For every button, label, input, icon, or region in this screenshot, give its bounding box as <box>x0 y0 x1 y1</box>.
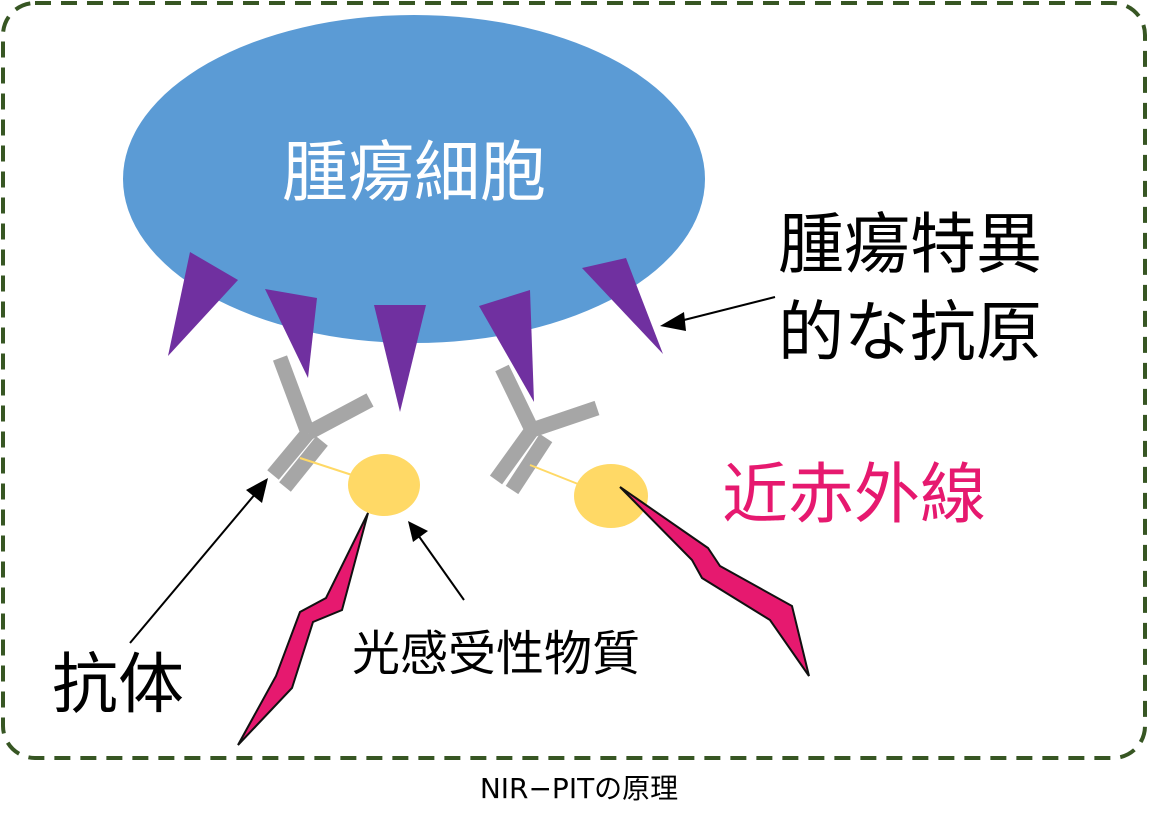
antigen-label-line2: 的な抗原 <box>778 294 1042 371</box>
antibody-label: 抗体 <box>52 646 184 723</box>
arrow-antigen <box>660 296 776 331</box>
antigen-label-line1: 腫瘍特異 <box>778 206 1042 283</box>
photosensitizer-label: 光感受性物質 <box>352 626 641 682</box>
light-bolt-1 <box>237 512 369 746</box>
linker-1 <box>299 457 353 476</box>
dashed-frame <box>1 1 1147 760</box>
figure-caption: NIR−PITの原理 <box>479 772 679 805</box>
antibody-2 <box>489 364 600 495</box>
antigen-3 <box>374 305 426 412</box>
photosensitizer-2 <box>574 464 648 528</box>
arrow-antibody <box>129 478 268 644</box>
tumor-cell-label: 腫瘍細胞 <box>282 134 546 211</box>
arrow-photosensitizer <box>408 521 465 601</box>
antigen-2 <box>265 289 317 378</box>
antigen-4 <box>479 290 534 402</box>
antigen-1 <box>168 252 238 356</box>
antibody-1 <box>267 355 374 492</box>
near-infrared-label: 近赤外線 <box>722 456 986 533</box>
antigens <box>168 252 663 412</box>
linker-2 <box>529 464 579 485</box>
tumor-cell <box>123 15 705 343</box>
arrows <box>129 296 776 644</box>
light-bolt-2 <box>619 486 810 677</box>
antigen-5 <box>582 258 663 354</box>
photosensitizer-1 <box>348 454 420 516</box>
